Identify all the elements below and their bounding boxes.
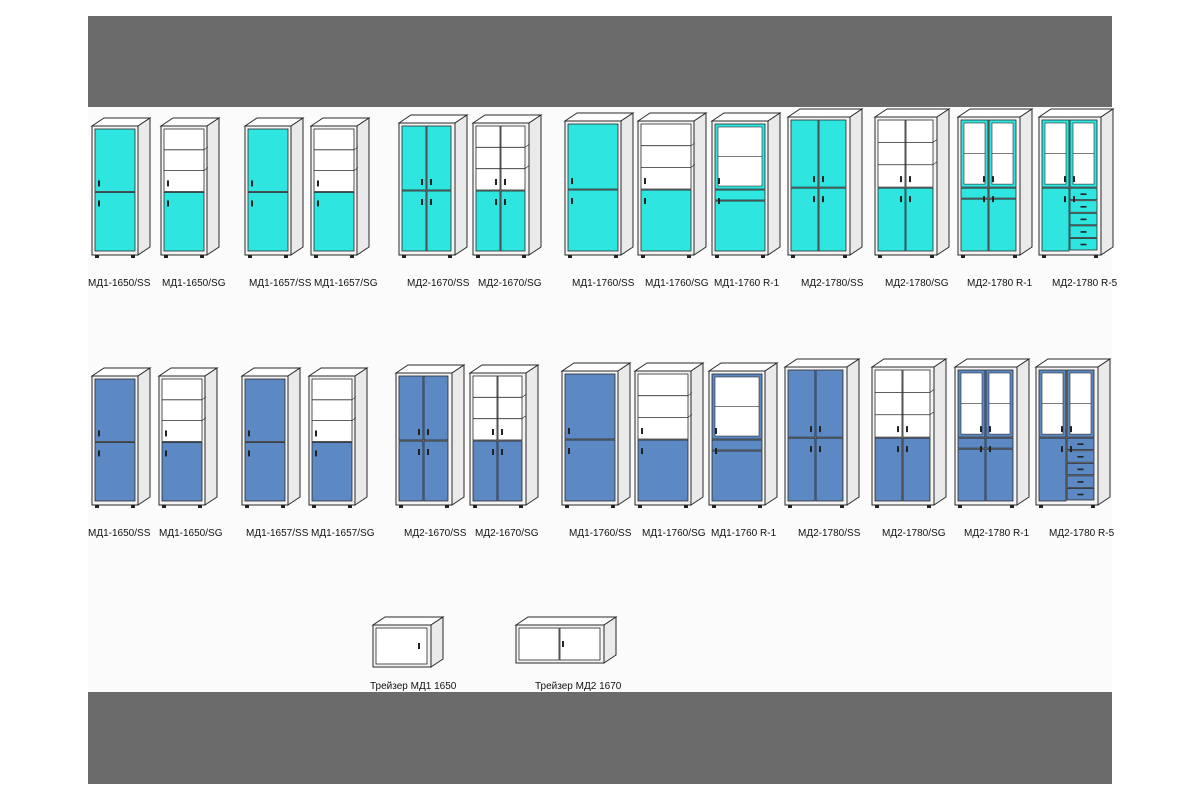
cabinet-model-label: МД1-1760/SS: [569, 528, 632, 539]
cabinet-model-label: МД1-1760 R-1: [714, 278, 780, 289]
cabinet-model-label: МД1-1657/SS: [246, 528, 309, 539]
cabinet-1door-glass-icon: [157, 367, 219, 508]
cabinet-model-label: МД2-1780 R-1: [967, 278, 1033, 289]
cabinet-model-label: МД1-1650/SG: [159, 528, 223, 539]
cabinet-1door-vitrine-icon: [707, 362, 779, 508]
extension-model-label: Трейзер МД2 1670: [535, 681, 622, 692]
cabinet-model-label: МД2-1670/SS: [404, 528, 467, 539]
cabinet-1door-solid-icon: [240, 367, 302, 508]
cabinet-model-label: МД1-1760/SG: [642, 528, 706, 539]
extension-model-label: Трейзер МД1 1650: [370, 681, 457, 692]
cabinet-2door-solid-icon: [394, 364, 466, 508]
cabinet-1door-vitrine-icon: [710, 112, 782, 258]
cabinet-model-label: МД2-1780/SS: [801, 278, 864, 289]
cabinet-2door-drawers-icon: [1034, 358, 1112, 508]
cabinet-model-label: МД2-1780/SG: [882, 528, 946, 539]
cabinet-1door-solid-icon: [90, 367, 152, 508]
cabinet-model-label: МД1-1760 R-1: [711, 528, 777, 539]
extension-row: Трейзер МД1 1650 Трейзер МД2 1670: [370, 616, 622, 692]
top-gray-band: [88, 16, 1112, 107]
cabinet-model-label: МД2-1780/SG: [885, 278, 949, 289]
cabinet-1door-solid-icon: [90, 117, 152, 258]
cabinet-1door-glass-icon: [159, 117, 221, 258]
cabinet-2door-solid-icon: [783, 358, 861, 508]
cabinet-2door-glass-icon: [870, 358, 948, 508]
cabinet-1door-glass-icon: [309, 117, 371, 258]
cabinet-1door-solid-icon: [243, 117, 305, 258]
cabinet-2door-vitrine-icon: [953, 358, 1031, 508]
top-extension-2door-icon: [514, 616, 618, 664]
cabinet-model-label: МД1-1650/SS: [88, 528, 151, 539]
cabinet-2door-glass-icon: [471, 114, 543, 258]
cabinet-2door-drawers-icon: [1037, 108, 1115, 258]
cabinet-2door-solid-icon: [397, 114, 469, 258]
cabinet-1door-glass-icon: [307, 367, 369, 508]
cabinet-model-label: МД1-1657/SG: [311, 528, 375, 539]
cabinet-2door-vitrine-icon: [956, 108, 1034, 258]
cabinet-model-label: МД2-1670/SG: [475, 528, 539, 539]
cabinet-model-label: МД2-1780 R-1: [964, 528, 1030, 539]
cabinet-model-label: МД1-1650/SG: [162, 278, 226, 289]
cabinet-model-label: МД2-1670/SS: [407, 278, 470, 289]
cabinet-2door-solid-icon: [786, 108, 864, 258]
cabinet-2door-glass-icon: [873, 108, 951, 258]
cabinet-model-label: МД2-1780 R-5: [1052, 278, 1118, 289]
cabinet-1door-glass-icon: [636, 112, 708, 258]
cabinet-model-label: МД1-1650/SS: [88, 278, 151, 289]
cabinet-1door-solid-icon: [560, 362, 632, 508]
cabinet-model-label: МД2-1670/SG: [478, 278, 542, 289]
cabinet-model-label: МД2-1780/SS: [798, 528, 861, 539]
cabinet-model-label: МД1-1760/SS: [572, 278, 635, 289]
cabinet-1door-solid-icon: [563, 112, 635, 258]
cabinet-1door-glass-icon: [633, 362, 705, 508]
bottom-gray-band: [88, 692, 1112, 784]
cabinet-model-label: МД1-1657/SG: [314, 278, 378, 289]
top-extension-1door-icon: [371, 616, 445, 668]
cabinet-2door-glass-icon: [468, 364, 540, 508]
cabinet-model-label: МД1-1760/SG: [645, 278, 709, 289]
cabinet-model-label: МД2-1780 R-5: [1049, 528, 1115, 539]
cabinet-model-label: МД1-1657/SS: [249, 278, 312, 289]
